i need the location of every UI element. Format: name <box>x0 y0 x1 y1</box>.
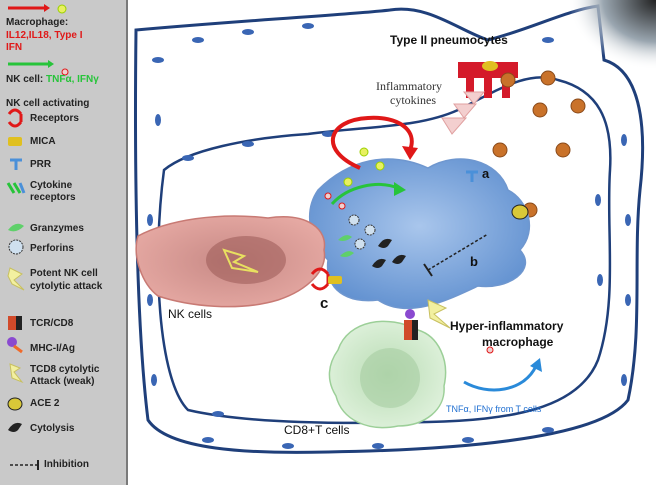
legend-icons <box>6 4 69 470</box>
legend-cytolysis: Cytolysis <box>30 423 75 434</box>
hyper-inflammatory-macrophage-cell <box>308 158 531 310</box>
type2-pneumocyte-receptor <box>458 62 518 98</box>
cytokine-dot-icon <box>57 4 67 14</box>
tcr-cd8-icon <box>8 316 16 330</box>
label-tnf-from-t-cells: TNFα, IFNγ from T cells <box>446 404 542 414</box>
legend-tcr-cd8: TCR/CD8 <box>30 318 74 329</box>
virus-particles <box>492 70 586 218</box>
perforin-icon <box>8 239 24 255</box>
pneumocyte-ace2 <box>482 61 498 71</box>
tcd8-attack-icon <box>9 363 24 384</box>
legend-nk-cytokines: TNFα, IFNγ <box>46 74 99 85</box>
nk-cytokine-star-icon <box>61 68 69 76</box>
inflammatory-cytokines-arrow <box>441 91 486 135</box>
green-arrowhead-icon <box>48 60 54 68</box>
legend-potent-attack-line1: Potent NK cell <box>30 268 98 279</box>
label-cd8-t-cells: CD8+T cells <box>284 423 349 437</box>
legend-nk-cell: NK cell: TNFα, IFNγ <box>6 74 99 86</box>
macrophage-prr <box>466 170 478 182</box>
mhc-molecule <box>405 309 415 319</box>
mica-icon <box>8 137 22 146</box>
mica-ligand <box>328 276 342 284</box>
cd8-t-cell-nucleus <box>360 348 420 408</box>
tcd8-attack-bolt <box>427 299 451 329</box>
label-hyper-inflammatory: Hyper-inflammatory <box>450 319 564 333</box>
cd8-coreceptor <box>412 320 418 340</box>
potent-attack-icon <box>7 267 25 291</box>
legend-prr: PRR <box>30 159 52 170</box>
macrophage-cytokine-arrow <box>330 115 414 170</box>
legend-cytokine-receptors-line2: receptors <box>30 192 76 203</box>
legend-cytokine-receptors-line1: Cytokine <box>30 180 73 191</box>
legend-macrophage-title: Macrophage: <box>6 17 69 28</box>
cytolysis-icon <box>8 422 22 432</box>
label-inflammatory-line2: cytokines <box>390 93 436 107</box>
ace2-icon <box>7 397 23 411</box>
nk-potent-attack-bolt <box>222 248 259 273</box>
legend-mhc: MHC-I/Ag <box>30 343 75 354</box>
wall-cell-nuclei <box>147 23 631 449</box>
nk-cell-nucleus <box>206 236 286 284</box>
mhc-icon <box>7 337 17 347</box>
legend-potent-attack-line2: cytolytic attack <box>30 281 103 292</box>
legend-inhibition: Inhibition <box>44 459 89 470</box>
label-type2-pneumocytes: Type II pneumocytes <box>390 33 508 47</box>
cytokine-receptor-icon <box>6 182 22 194</box>
legend-macrophage-cytokines-line2: IFN <box>6 42 23 53</box>
label-b: b <box>470 254 478 269</box>
legend-granzymes: Granzymes <box>30 223 84 234</box>
macrophage-ace2 <box>511 204 529 220</box>
label-a: a <box>482 166 490 181</box>
label-nk-cells: NK cells <box>168 307 212 321</box>
legend-mica: MICA <box>30 136 56 147</box>
label-c: c <box>320 295 328 312</box>
granzyme-icon <box>8 223 24 232</box>
nk-cytokine-arrow <box>330 183 399 206</box>
legend-tcd8-attack-line1: TCD8 cytolytic <box>30 364 100 375</box>
red-arrowhead-icon <box>44 4 50 12</box>
label-macrophage: macrophage <box>482 335 554 349</box>
legend-nk-prefix: NK cell: <box>6 74 44 85</box>
cytotoxic-granules <box>338 214 406 268</box>
legend-nk-activating-title: NK cell activating <box>6 98 90 109</box>
legend-perforins: Perforins <box>30 243 74 254</box>
prr-icon <box>10 158 22 170</box>
legend-tcd8-attack-line2: Attack (weak) <box>30 376 95 387</box>
receptor-icon <box>7 108 23 128</box>
label-inflammatory-line1: Inflammatory <box>376 79 442 93</box>
tcr-receptor <box>404 320 412 340</box>
legend-ace2: ACE 2 <box>30 398 60 409</box>
legend-macrophage-cytokines-line1: IL12,IL18, Type I <box>6 30 83 41</box>
corner-shadow <box>568 0 656 70</box>
immune-response-diagram: Type II pneumocytes Inflammatory cytokin… <box>128 0 656 485</box>
alveolar-wall-outer <box>134 4 645 454</box>
inhibition-line <box>427 233 489 271</box>
legend-receptors: Receptors <box>30 113 79 124</box>
t-cell-cytokine-arrow <box>463 365 538 392</box>
cytokine-dots <box>324 147 494 354</box>
legend-panel: Macrophage: IL12,IL18, Type I IFN NK cel… <box>0 0 128 485</box>
